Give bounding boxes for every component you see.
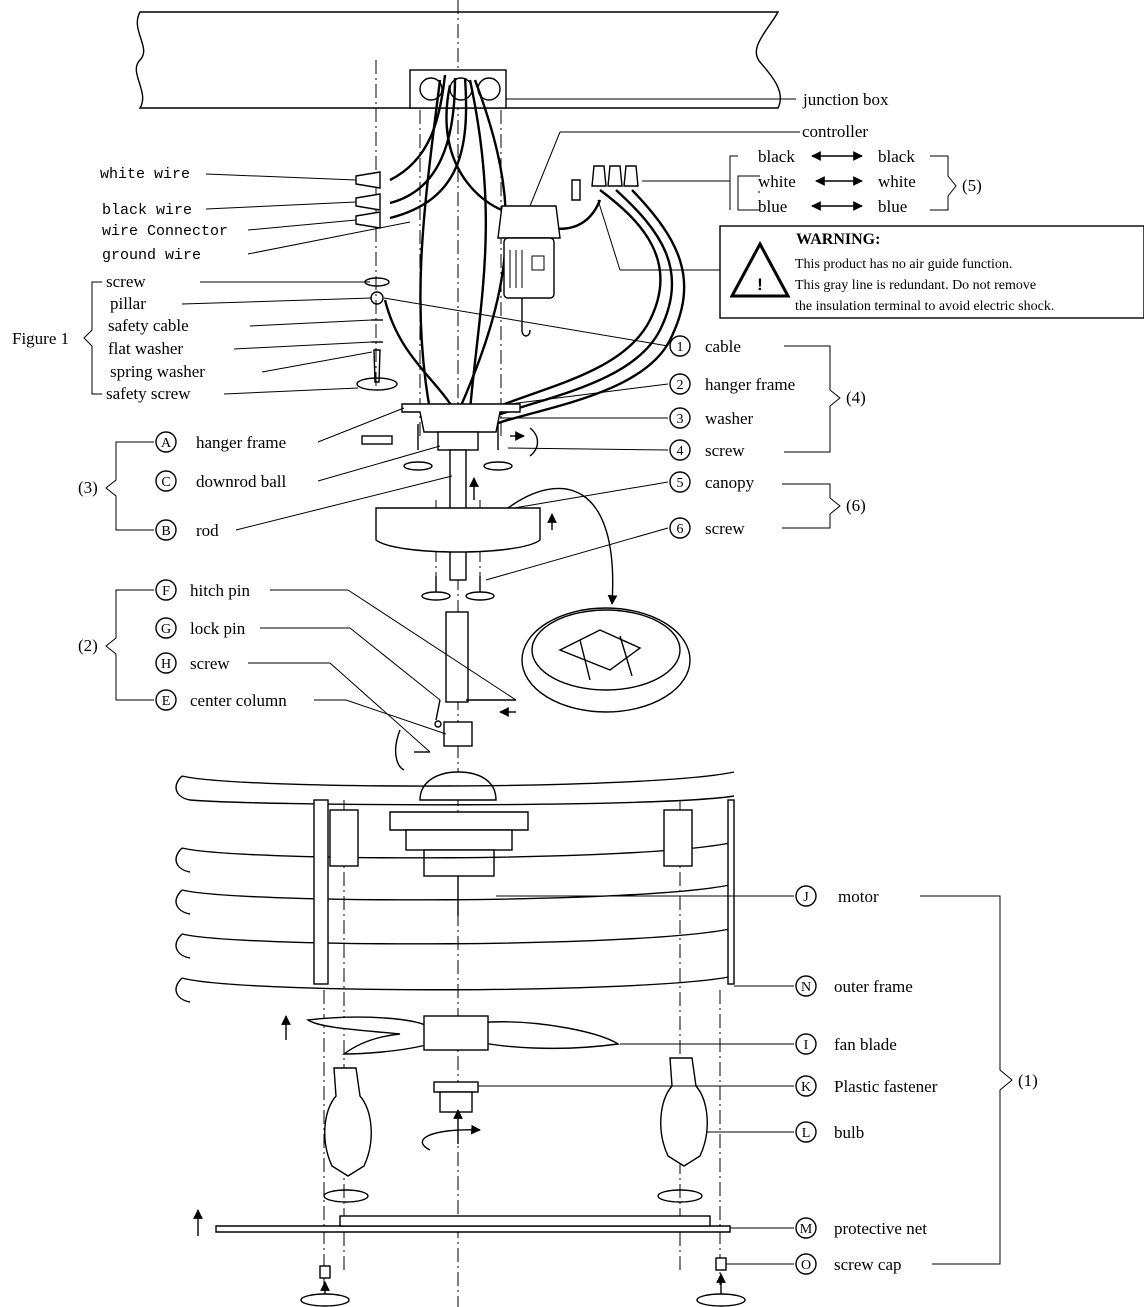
protective-net	[193, 1209, 731, 1236]
part-label-screw-6: screw	[705, 519, 745, 538]
outer-frame-coils	[175, 771, 735, 1040]
letter-H: H	[161, 657, 171, 672]
label-safety-cable: safety cable	[108, 316, 189, 335]
label-downrod-ball: downrod ball	[196, 472, 286, 491]
label-pillar: pillar	[110, 294, 146, 313]
canopy-part	[375, 487, 618, 605]
label-screw-fig1: screw	[106, 272, 146, 291]
letter-F: F	[162, 584, 170, 599]
label-flat-washer: flat washer	[108, 339, 183, 358]
label-controller: controller	[802, 122, 868, 141]
label-lock-pin: lock pin	[190, 619, 246, 638]
label-hitch-pin: hitch pin	[190, 581, 250, 600]
color-left-blue: blue	[758, 197, 787, 216]
part-label-cable: cable	[705, 337, 741, 356]
part-label-screw-4: screw	[705, 441, 745, 460]
letter-N: N	[801, 980, 811, 995]
label-protective-net: protective net	[834, 1219, 927, 1238]
part-num-5: 5	[677, 476, 684, 491]
color-map: black black white white blue blue (5)	[758, 147, 982, 216]
label-motor: motor	[838, 887, 879, 906]
junction-box	[409, 69, 507, 109]
letter-I: I	[804, 1038, 809, 1053]
canopy-detail-view	[521, 607, 691, 713]
warning-line-2: This gray line is redundant. Do not remo…	[795, 278, 1036, 293]
downrod-and-pins	[394, 611, 516, 771]
letter-A: A	[161, 436, 172, 451]
part-num-4: 4	[677, 444, 684, 459]
figure1-labels: screw pillar safety cable flat washer sp…	[12, 272, 205, 403]
safety-screw-stack	[356, 277, 398, 391]
part-label-canopy: canopy	[705, 473, 755, 492]
label-screw-H: screw	[190, 654, 230, 673]
letter-E: E	[162, 694, 171, 709]
group-5: (5)	[962, 176, 982, 195]
letter-L: L	[802, 1126, 811, 1141]
label-rod: rod	[196, 521, 219, 540]
bottom-part-list: J motor N outer frame I fan blade K Plas…	[795, 885, 1038, 1275]
label-ground-wire: ground wire	[102, 247, 201, 264]
group-6: (6)	[846, 496, 866, 515]
plastic-fastener	[421, 1081, 481, 1151]
letter-M: M	[800, 1222, 813, 1237]
color-right-white: white	[878, 172, 916, 191]
controller-unit	[497, 205, 561, 337]
left-group-2: F hitch pin G lock pin H screw E center …	[78, 579, 287, 711]
label-bulb: bulb	[834, 1123, 864, 1142]
bulbs	[323, 1057, 708, 1203]
group-4: (4)	[846, 388, 866, 407]
label-spring-washer: spring washer	[110, 362, 205, 381]
leader-lines	[181, 98, 800, 1265]
wire-connectors-left	[355, 171, 381, 229]
warning-line-1: This product has no air guide function.	[795, 257, 1012, 272]
part-num-1: 1	[677, 340, 684, 355]
label-outer-frame: outer frame	[834, 977, 913, 996]
group-brackets	[83, 155, 1013, 1265]
letter-B: B	[161, 524, 170, 539]
warning-line-3: the insulation terminal to avoid electri…	[795, 299, 1054, 314]
warning-box: ! WARNING: This product has no air guide…	[597, 199, 1144, 319]
label-fan-blade: fan blade	[834, 1035, 897, 1054]
part-num-3: 3	[677, 412, 684, 427]
part-num-2: 2	[677, 378, 684, 393]
letter-O: O	[801, 1258, 811, 1273]
exclamation-icon: !	[757, 275, 763, 294]
part-num-6: 6	[677, 522, 684, 537]
fan-blade	[306, 1015, 620, 1055]
label-center-column: center column	[190, 691, 287, 710]
letter-J: J	[803, 890, 809, 905]
label-screw-cap: screw cap	[834, 1255, 902, 1274]
label-safety-screw: safety screw	[106, 384, 191, 403]
group-2: (2)	[78, 636, 98, 655]
color-right-blue: blue	[878, 197, 907, 216]
part-label-hanger-frame: hanger frame	[705, 375, 795, 394]
label-junction-box: junction box	[802, 90, 889, 109]
label-figure1: Figure 1	[12, 329, 69, 348]
warning-title: WARNING:	[796, 231, 880, 248]
left-group-3: A hanger frame C downrod ball B rod (3)	[78, 431, 286, 541]
color-right-black: black	[878, 147, 915, 166]
top-labels: junction box controller white wire black…	[100, 90, 889, 264]
color-left-black: black	[758, 147, 795, 166]
motor-housing	[389, 771, 529, 916]
label-wire-connector: wire Connector	[102, 223, 228, 240]
label-hanger-frame-A: hanger frame	[196, 433, 286, 452]
screw-caps	[300, 1257, 746, 1307]
wire-connectors-right	[571, 165, 639, 201]
warning-triangle-icon	[729, 240, 791, 298]
letter-C: C	[161, 475, 170, 490]
group-1: (1)	[1018, 1071, 1038, 1090]
group-3: (3)	[78, 478, 98, 497]
color-left-white: white	[758, 172, 796, 191]
label-plastic-fastener: Plastic fastener	[834, 1077, 938, 1096]
part-label-washer: washer	[705, 409, 753, 428]
label-black-wire: black wire	[102, 202, 192, 219]
letter-K: K	[801, 1080, 811, 1095]
right-part-list: 1 cable 2 hanger frame 3 washer 4 screw …	[669, 335, 866, 539]
label-white-wire: white wire	[100, 166, 190, 183]
letter-G: G	[161, 622, 171, 637]
